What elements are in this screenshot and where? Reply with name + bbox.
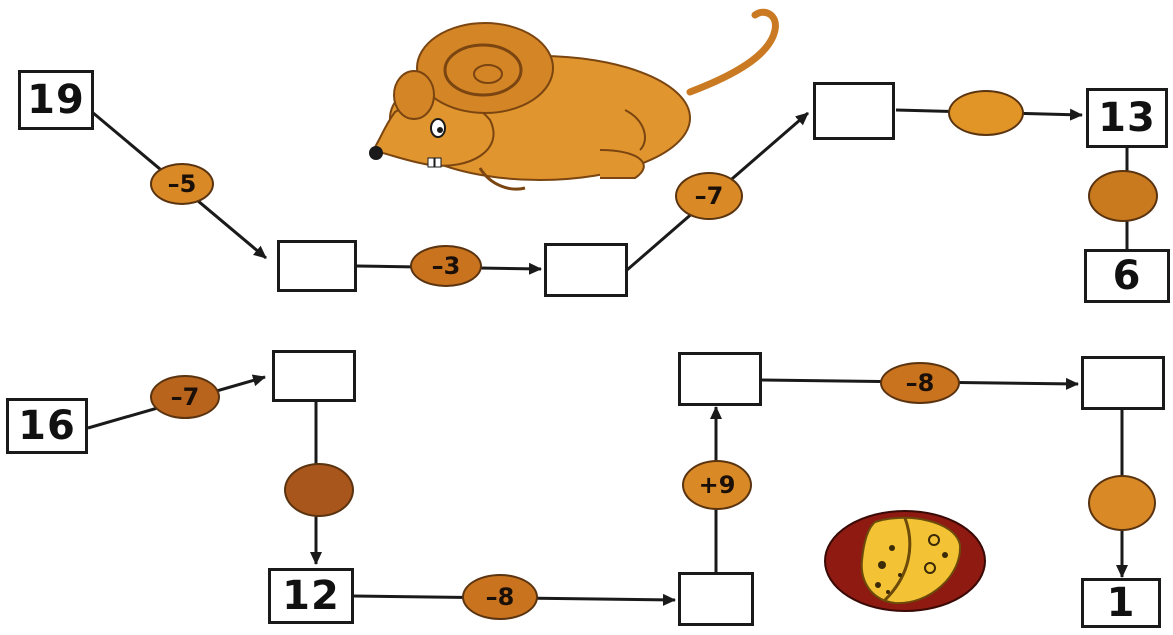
box-19: 19: [18, 70, 94, 130]
mouse-illustration: [369, 8, 779, 191]
operator-blank-top[interactable]: [948, 90, 1024, 136]
box-6: 6: [1084, 249, 1170, 303]
operator-minus-8-right: –8: [880, 362, 960, 404]
operator-minus-8-bottom: –8: [462, 574, 538, 620]
operator-plus-9: +9: [682, 460, 752, 510]
answer-box-row1-c[interactable]: [813, 82, 895, 140]
answer-box-row1-a[interactable]: [277, 240, 357, 292]
operator-minus-7-up: –7: [675, 172, 743, 220]
box-13: 13: [1086, 88, 1168, 148]
box-1: 1: [1081, 578, 1161, 628]
answer-box-row1-b[interactable]: [544, 243, 628, 297]
operator-blank-13-6[interactable]: [1088, 170, 1158, 222]
answer-box-row3-a[interactable]: [678, 572, 754, 626]
operator-minus-3: –3: [410, 245, 482, 287]
operator-blank-to-1[interactable]: [1088, 475, 1156, 531]
box-16: 16: [6, 398, 88, 454]
cheese-illustration: [824, 510, 986, 612]
operator-blank-down[interactable]: [284, 463, 354, 517]
operator-minus-7-left: –7: [150, 375, 220, 419]
box-12: 12: [268, 568, 354, 624]
answer-box-row2-c[interactable]: [1081, 356, 1165, 410]
operator-minus-5: –5: [150, 163, 214, 205]
answer-box-row2-a[interactable]: [272, 350, 356, 402]
answer-box-row2-b[interactable]: [678, 352, 762, 406]
